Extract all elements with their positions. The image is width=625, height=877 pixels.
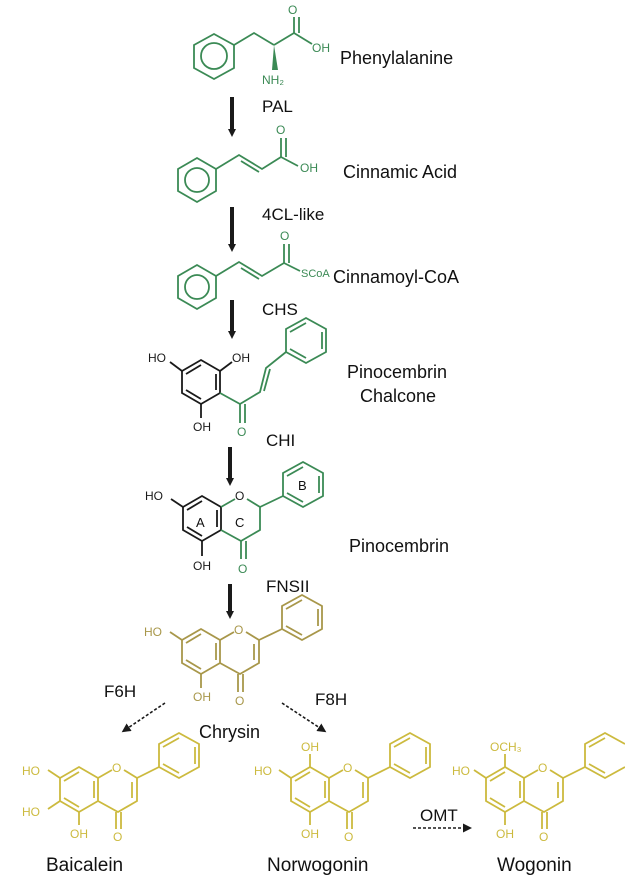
norwogonin-oh-5: OH: [301, 827, 319, 841]
cinnamic-acid-label: Cinnamic Acid: [343, 162, 457, 182]
pinocembrin-label: Pinocembrin: [349, 536, 449, 556]
cc-scoa: SCoA: [301, 268, 330, 280]
chalcone-carbonyl-o: O: [237, 425, 246, 439]
pinocembrin-chalcone-label-1: Pinocembrin: [347, 362, 447, 382]
norwogonin-carbonyl-o: O: [344, 830, 353, 844]
ca-oh: OH: [300, 161, 318, 175]
arrow-f8h: [281, 702, 327, 733]
enzyme-f6h-label: F6H: [104, 682, 136, 701]
wogonin-och3: OCH₃: [490, 740, 522, 754]
baicalein-oh-5: OH: [70, 827, 88, 841]
ring-c-label: C: [235, 515, 244, 530]
enzyme-f8h-label: F8H: [315, 690, 347, 709]
norwogonin-structure: [278, 731, 431, 829]
phenylalanine-label: Phenylalanine: [340, 48, 453, 68]
ring-b-label: B: [298, 478, 307, 493]
chalcone-oh-right: OH: [232, 351, 250, 365]
phe-oh: OH: [312, 41, 330, 55]
cinnamic-acid-structure: [177, 138, 299, 204]
enzyme-chi-label: CHI: [266, 431, 295, 450]
pino-ho: HO: [145, 489, 163, 503]
phe-carbonyl-o: O: [288, 3, 297, 17]
wogonin-ho-7: HO: [452, 764, 470, 778]
pino-oh: OH: [193, 559, 211, 573]
baicalein-carbonyl-o: O: [113, 830, 122, 844]
baicalein-ring-o: O: [112, 761, 121, 775]
phe-nh2: NH₂: [262, 73, 284, 87]
pino-ring-o: O: [235, 489, 244, 503]
ring-a-label: A: [196, 515, 205, 530]
baicalein-label: Baicalein: [46, 855, 123, 876]
chrysin-carbonyl-o: O: [235, 694, 244, 708]
chrysin-oh: OH: [193, 690, 211, 704]
enzyme-pal-label: PAL: [262, 97, 293, 116]
norwogonin-oh-8: OH: [301, 740, 319, 754]
baicalein-ho-6: HO: [22, 805, 40, 819]
chrysin-ring-o: O: [234, 623, 243, 637]
pino-carbonyl-o: O: [238, 562, 247, 576]
chrysin-ho: HO: [144, 625, 162, 639]
enzyme-4cl-label: 4CL-like: [262, 205, 324, 224]
chrysin-label: Chrysin: [199, 722, 260, 742]
enzyme-fnsii-label: FNSII: [266, 577, 309, 596]
wogonin-structure: [473, 731, 625, 829]
norwogonin-ring-o: O: [343, 761, 352, 775]
baicalein-ho-7: HO: [22, 764, 40, 778]
cc-carbonyl-o: O: [280, 229, 289, 243]
enzyme-omt-label: OMT: [420, 806, 458, 825]
norwogonin-label: Norwogonin: [267, 855, 368, 876]
wogonin-label: Wogonin: [497, 855, 572, 876]
chalcone-ho-left: HO: [148, 351, 166, 365]
cinnamoyl-coa-label: Cinnamoyl-CoA: [333, 267, 459, 287]
arrow-f6h: [121, 702, 166, 733]
pinocembrin-chalcone-label-2: Chalcone: [360, 386, 436, 406]
chrysin-structure: [169, 593, 323, 692]
baicalein-structure: [47, 731, 200, 829]
cinnamoyl-coa-structure: [177, 244, 301, 311]
wogonin-ring-o: O: [538, 761, 547, 775]
wogonin-carbonyl-o: O: [539, 830, 548, 844]
wogonin-oh-5: OH: [496, 827, 514, 841]
pinocembrin-chalcone-structure: [169, 316, 327, 423]
norwogonin-ho-7: HO: [254, 764, 272, 778]
ca-carbonyl-o: O: [276, 123, 285, 137]
chalcone-oh-bottom: OH: [193, 420, 211, 434]
pinocembrin-structure: [170, 460, 324, 559]
enzyme-chs-label: CHS: [262, 300, 298, 319]
phenylalanine-structure: [193, 17, 313, 81]
